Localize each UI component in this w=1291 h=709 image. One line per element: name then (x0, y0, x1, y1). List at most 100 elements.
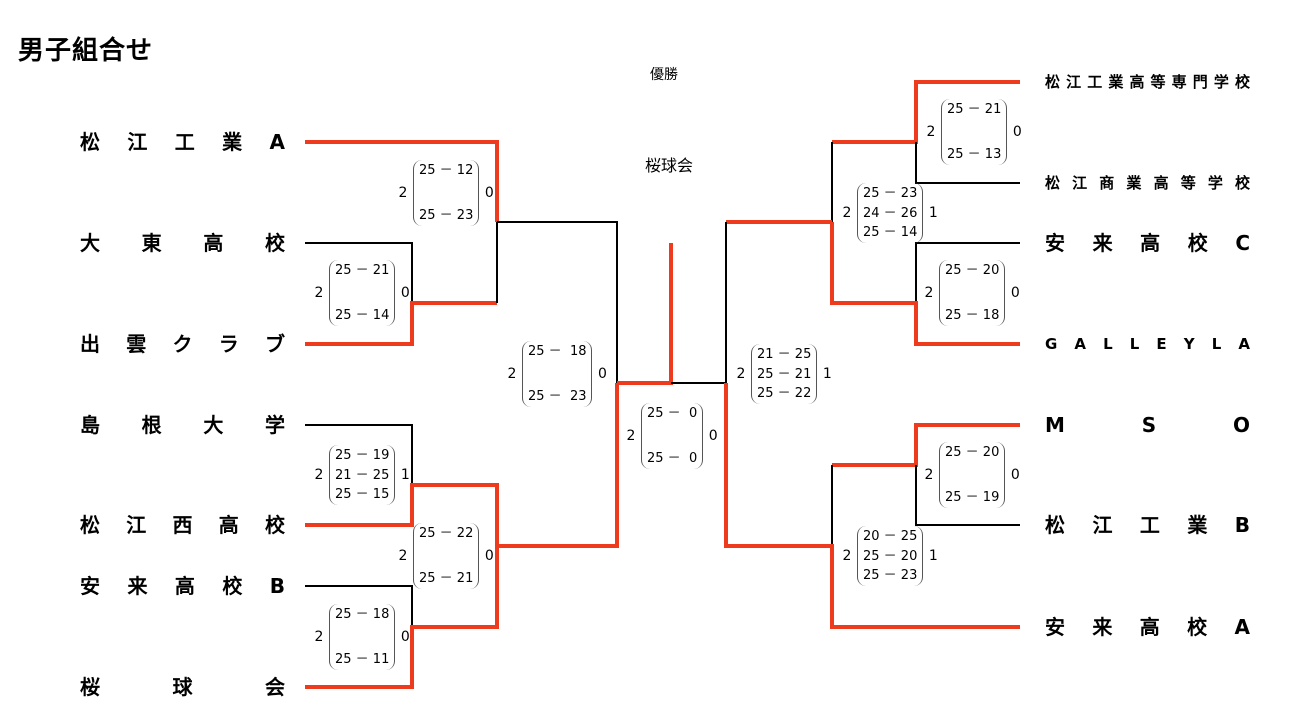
team-name-char: 大 (203, 413, 224, 437)
team-name-char: 校 (222, 574, 243, 598)
team-name-char: 桜 (80, 675, 100, 699)
sets-won-left: 2 (924, 467, 934, 483)
game-score: 25 － 18 (945, 308, 1000, 323)
page-title: 男子組合せ (18, 36, 154, 66)
team-name-char: 専 (1171, 73, 1187, 91)
team-name-char: A (1074, 335, 1087, 353)
team-name-char: 江 (1066, 73, 1082, 91)
game-score: 25 － 23 (419, 208, 474, 223)
team-name-char: L (1129, 335, 1140, 353)
team-name-char: O (1232, 413, 1250, 437)
left-team-5: 松江西高校 (80, 513, 285, 537)
team-name-char: 校 (1234, 73, 1250, 91)
team-name-char: 来 (127, 574, 148, 598)
path-yasugi-c (915, 242, 1020, 303)
game-score: 25 － 23 (528, 389, 587, 404)
left-team-7: 桜球会 (80, 675, 285, 699)
game-score: 25 － 19 (335, 448, 390, 463)
game-score: 24 － 26 (863, 205, 918, 221)
team-name-char: 来 (1092, 231, 1113, 255)
team-name-char: 高 (1153, 174, 1169, 192)
team-name-char: L (1211, 335, 1222, 353)
team-name-char: 安 (1045, 231, 1065, 255)
team-name-char: 松 (1045, 73, 1061, 91)
sets-won-right: 0 (708, 428, 718, 444)
game-score: 25 － 12 (419, 163, 474, 178)
game-score: 21 － 25 (757, 347, 812, 362)
path-mso (832, 423, 1020, 467)
team-name-char: 来 (1092, 615, 1113, 639)
path-matsue-nishi (305, 483, 499, 546)
score-box-final: 2 25 － 0 25 － 0 0 (624, 403, 720, 469)
champion-team: 桜球会 (645, 156, 694, 175)
sets-won-right: 0 (1012, 124, 1022, 140)
game-score: 25 － 18 (528, 344, 587, 359)
path-izumo-club (305, 301, 497, 346)
score-box-l-r2-a: 2 25 － 12 25 － 23 0 (396, 160, 496, 226)
sets-won-left: 2 (398, 185, 408, 201)
team-name-char: B (1234, 513, 1250, 537)
sets-won-left: 2 (924, 285, 934, 301)
team-name-char: 江 (127, 130, 148, 154)
sets-won-left: 2 (314, 285, 324, 301)
team-name-char: 会 (265, 675, 285, 699)
game-score: 25 － 21 (419, 571, 474, 586)
game-score: 25 － 20 (945, 263, 1000, 278)
team-name-char: C (1235, 231, 1250, 255)
team-name-char: 松 (80, 513, 100, 537)
game-scores: 25 － 0 25 － 0 (641, 403, 704, 469)
game-score: 25 － 0 (647, 451, 698, 466)
sets-won-right: 0 (484, 185, 494, 201)
team-name-char: 工 (1087, 73, 1103, 91)
team-name-char: Y (1183, 335, 1195, 353)
path-matsue-kogyo-a (305, 140, 499, 222)
game-scores: 25 － 12 25 － 23 (413, 160, 480, 226)
game-score: 25 － 15 (335, 487, 390, 502)
team-name-char: 工 (1139, 513, 1160, 537)
game-score: 25 － 23 (863, 186, 918, 201)
team-name-char: 学 (1207, 174, 1223, 192)
game-score: 25 － 13 (947, 147, 1002, 162)
team-name-char: 校 (1234, 174, 1250, 192)
sets-won-right: 0 (484, 548, 494, 564)
team-name-char: 根 (141, 413, 162, 437)
team-name-char: 学 (264, 413, 285, 437)
team-name-char: 等 (1150, 73, 1166, 91)
game-score: 21 － 25 (335, 467, 390, 483)
team-name-char: 雲 (126, 332, 147, 356)
sets-won-left: 2 (314, 629, 324, 645)
sets-won-left: 2 (626, 428, 636, 444)
team-name-char: ラ (218, 332, 239, 356)
sets-won-right: 0 (400, 629, 410, 645)
team-name-char: 江 (126, 513, 147, 537)
game-score: 25 － 14 (335, 308, 390, 323)
team-name-char: 校 (1187, 231, 1208, 255)
team-name-char: 商 (1099, 174, 1115, 192)
sets-won-right: 0 (1010, 467, 1020, 483)
team-name-char: 高 (174, 574, 195, 598)
game-score: 25 － 0 (647, 406, 698, 421)
path-galley-la (830, 222, 1020, 346)
game-scores: 25 － 18 25 － 23 (522, 341, 593, 407)
sets-won-left: 2 (926, 124, 936, 140)
team-name-char: 工 (174, 130, 195, 154)
team-name-char: A (1238, 335, 1250, 353)
sets-won-left: 2 (736, 366, 746, 382)
team-name-char: 東 (141, 231, 162, 255)
